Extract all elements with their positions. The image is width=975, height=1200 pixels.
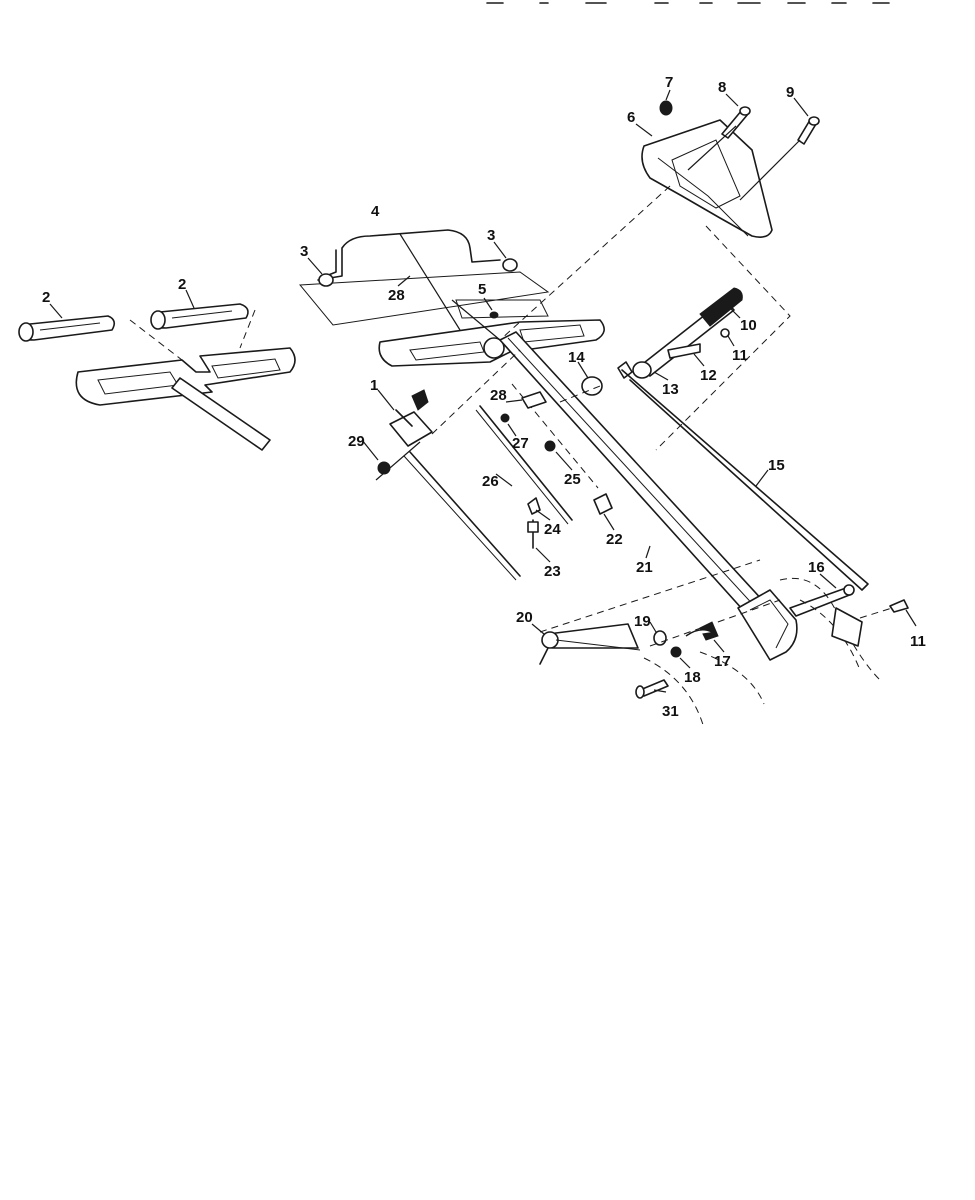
callout-16: 16 [808, 559, 825, 576]
callout-labels: 2 2 3 3 4 28 5 7 8 9 6 10 11 12 13 14 15… [42, 74, 926, 720]
callout-3-left: 3 [300, 243, 308, 260]
callout-28-upper: 28 [388, 287, 405, 304]
callout-11-upper: 11 [732, 347, 748, 364]
callout-11-lower: 11 [910, 633, 926, 650]
callout-2-right: 2 [178, 276, 186, 293]
callout-17: 17 [714, 653, 731, 670]
callout-9: 9 [786, 84, 794, 101]
cable-and-fasteners [403, 383, 613, 581]
callout-12: 12 [700, 367, 717, 384]
callout-27: 27 [512, 435, 529, 452]
callout-23: 23 [544, 563, 561, 580]
callout-22: 22 [606, 531, 623, 548]
upper-handle-bracket [298, 229, 550, 331]
callout-18: 18 [684, 669, 701, 686]
callout-5: 5 [478, 281, 486, 298]
handle-mount-plate [378, 299, 605, 367]
callout-29: 29 [348, 433, 365, 450]
callout-10: 10 [740, 317, 757, 334]
callout-24: 24 [544, 521, 561, 538]
cable-bracket [375, 349, 521, 481]
callout-7: 7 [665, 74, 673, 91]
callout-3-right: 3 [487, 227, 495, 244]
callout-21: 21 [636, 559, 653, 576]
callout-4: 4 [371, 203, 380, 220]
callout-20: 20 [516, 609, 533, 626]
callout-8: 8 [718, 79, 726, 96]
lower-linkage-assembly [539, 559, 909, 729]
callout-6: 6 [627, 109, 635, 126]
callout-25: 25 [564, 471, 581, 488]
callout-2-left: 2 [42, 289, 50, 306]
callout-leaders [49, 89, 917, 693]
callout-31: 31 [662, 703, 679, 720]
callout-19: 19 [634, 613, 651, 630]
callout-26: 26 [482, 473, 499, 490]
callout-28-lower: 28 [490, 387, 507, 404]
callout-14: 14 [568, 349, 585, 366]
callout-15: 15 [768, 457, 785, 474]
left-handle-assembly [18, 303, 296, 451]
control-lever [559, 287, 869, 591]
callout-13: 13 [662, 381, 679, 398]
callout-1: 1 [370, 377, 378, 394]
cover-plate [499, 100, 820, 451]
